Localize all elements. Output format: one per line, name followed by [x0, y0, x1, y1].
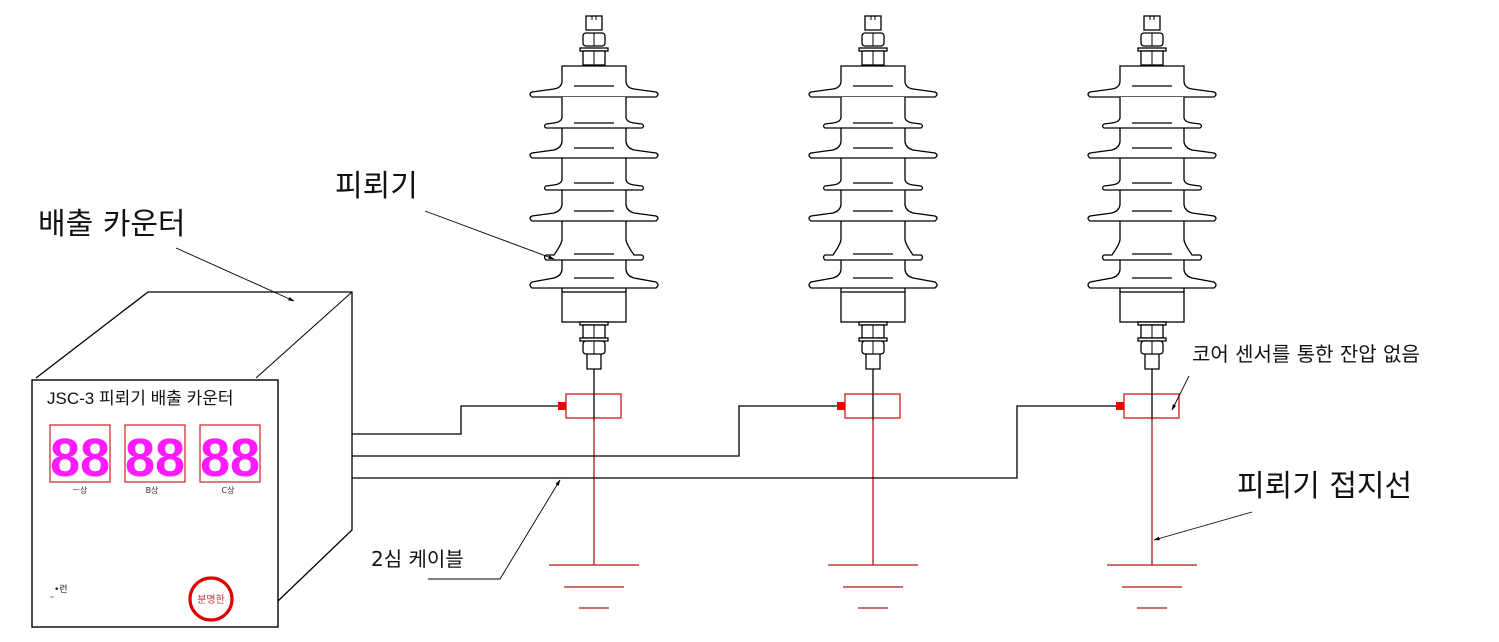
label-arrester: 피뢰기 — [335, 169, 418, 204]
arrester-3 — [1087, 15, 1217, 370]
display-b-digits: 88 — [125, 428, 185, 488]
label-discharge-counter: 배출 카운터 — [38, 207, 186, 242]
clear-button[interactable]: 분명한 — [188, 576, 234, 622]
display-a-phase-label: ㅡ상 — [73, 485, 88, 495]
label-two-core-cable: 2심 케이블 — [371, 547, 464, 571]
display-a: 88 ㅡ상 — [49, 424, 111, 495]
counter-panel-title: JSC-3 피뢰기 배출 카운터 — [47, 389, 234, 408]
cable-1 — [352, 405, 558, 435]
arrester-1 — [529, 15, 659, 370]
leader-arrester — [424, 210, 555, 260]
cable-2 — [352, 405, 837, 457]
clear-button-label: 분명한 — [197, 594, 225, 606]
ground-symbol-1 — [548, 564, 640, 609]
display-b-phase-label: B상 — [146, 485, 159, 495]
display-b: 88 B상 — [124, 424, 186, 495]
core-sensor-2 — [837, 393, 901, 419]
power-indicator-label: •런 — [54, 584, 68, 595]
display-a-digits: 88 — [50, 428, 110, 488]
display-c: 88 C상 — [199, 424, 261, 495]
discharge-counter-box — [31, 291, 353, 628]
leader-core-sensor — [1171, 375, 1190, 411]
label-core-sensor-note: 코어 센서를 통한 잔압 없음 — [1192, 342, 1420, 366]
leader-ground-wire — [1153, 511, 1253, 541]
display-c-digits: 88 — [200, 428, 260, 488]
cable-3 — [352, 405, 1116, 479]
counter-front-panel — [31, 379, 279, 628]
ground-symbol-3 — [1106, 564, 1198, 609]
power-indicator: •런 — [50, 584, 68, 598]
label-arrester-ground-wire: 피뢰기 접지선 — [1237, 469, 1412, 504]
leader-discharge-counter — [175, 247, 295, 302]
leader-two-core-cable — [428, 479, 561, 580]
core-sensor-3 — [1116, 393, 1180, 419]
display-c-phase-label: C상 — [222, 485, 236, 495]
core-sensor-1 — [558, 393, 622, 419]
arrester-2 — [808, 15, 938, 370]
ground-symbol-2 — [827, 564, 919, 609]
